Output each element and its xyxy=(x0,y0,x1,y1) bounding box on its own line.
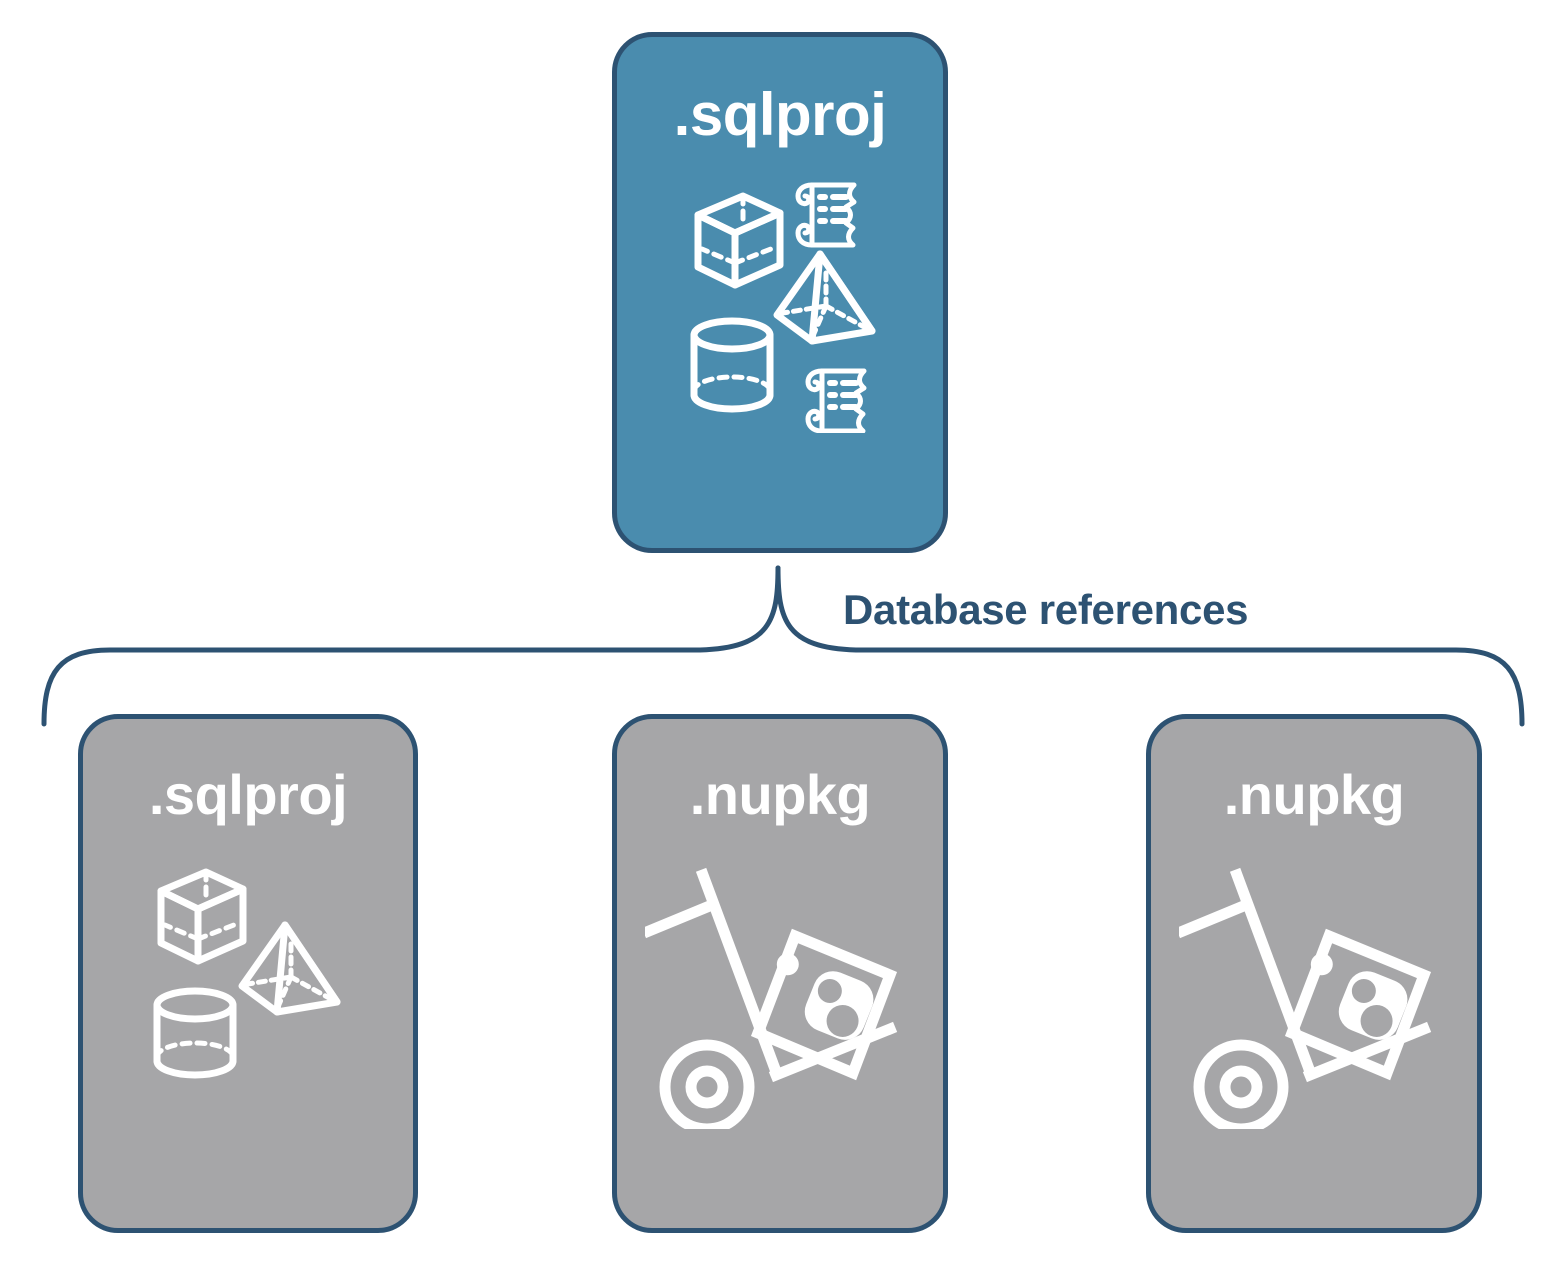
cylinder-icon xyxy=(690,317,774,413)
scroll-icon xyxy=(805,368,867,433)
cylinder-icon xyxy=(153,987,237,1079)
node-nupkg-reference-1[interactable]: .nupkg xyxy=(612,714,948,1233)
cube-icon xyxy=(157,868,247,965)
node-title-nupkg-reference-2: .nupkg xyxy=(1223,763,1405,826)
node-sqlproj-root[interactable]: .sqlproj xyxy=(612,32,948,553)
pyramid-icon xyxy=(238,921,341,1016)
scroll-icon xyxy=(795,182,857,248)
brace-left-half xyxy=(41,565,781,727)
node-title-sqlproj-reference: .sqlproj xyxy=(148,763,348,826)
hand-truck-package-icon xyxy=(1179,867,1432,1129)
sqlproj-reference-icon-group xyxy=(153,868,341,1079)
hand-truck-package-icon xyxy=(645,867,898,1129)
node-title-sqlproj-root: .sqlproj xyxy=(673,81,887,148)
pyramid-icon xyxy=(773,250,876,345)
node-title-nupkg-reference-1: .nupkg xyxy=(689,763,871,826)
node-sqlproj-reference[interactable]: .sqlproj xyxy=(78,714,418,1233)
cube-icon xyxy=(694,192,784,289)
node-nupkg-reference-2[interactable]: .nupkg xyxy=(1146,714,1482,1233)
connector-label: Database references xyxy=(843,586,1249,633)
sqlproj-root-icon-group xyxy=(690,182,876,433)
